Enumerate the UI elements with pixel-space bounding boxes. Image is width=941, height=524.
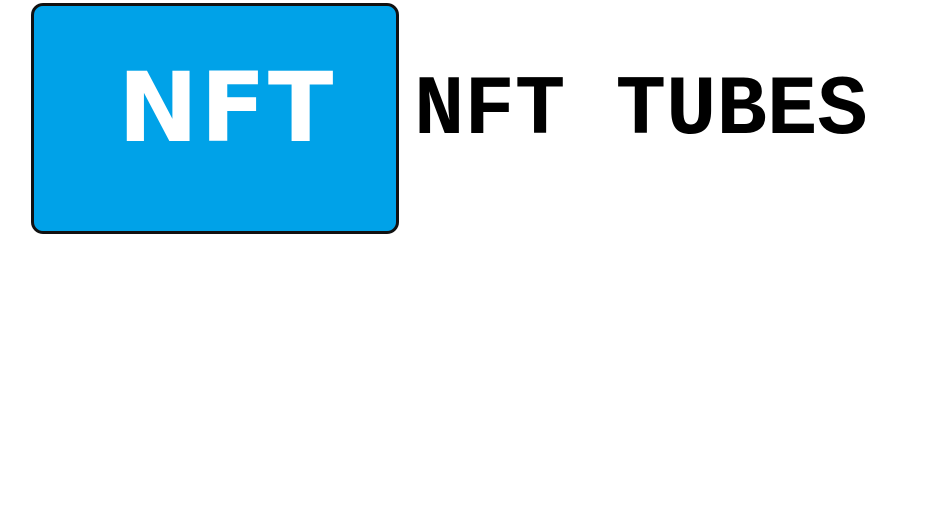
logo-box: NFT [31,3,399,234]
brand-title: NFT TUBES [414,64,868,159]
logo-text: NFT [118,52,336,164]
